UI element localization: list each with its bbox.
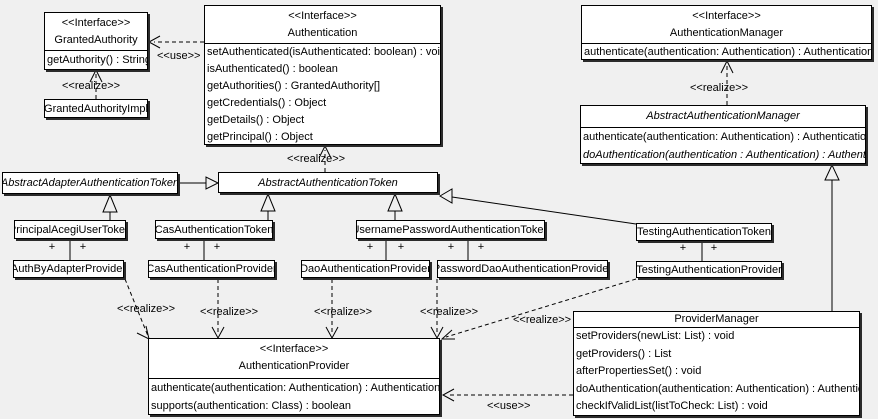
stereotype: <<Interface>> <box>692 10 761 22</box>
class-username-password-authentication-token[interactable]: UsernamePasswordAuthenticationToken <box>356 220 545 239</box>
method: isAuthenticated() : boolean <box>207 63 338 75</box>
use-label: <<use>> <box>487 400 531 412</box>
method: authenticate(authentication: Authenticat… <box>584 46 872 58</box>
class-name: TestingAuthenticationProvider <box>636 263 782 276</box>
edge-generalization-principaltoken-adaptertoken <box>102 193 118 220</box>
edge-realize-grantedauthorityimpl <box>89 68 103 99</box>
class-name: CasAuthenticationProvider <box>148 263 275 275</box>
realize-label: <<realize>> <box>513 314 572 326</box>
method: getDetails() : Object <box>207 114 305 126</box>
multiplicity-plus: + <box>477 241 485 253</box>
class-name: AbstractAdapterAuthenticationToken <box>2 177 178 189</box>
method: getCredentials() : Object <box>207 97 327 109</box>
method: authenticate(authentication: Authenticat… <box>151 382 440 394</box>
realize-label: <<realize>> <box>314 306 373 318</box>
multiplicity-plus: + <box>48 241 56 253</box>
class-name: AuthByAdapterProvider <box>13 263 124 275</box>
use-label: <<use>> <box>157 50 201 62</box>
edge-generalization-adaptertoken-abstracttoken <box>178 176 220 190</box>
method: checkIfValidList(listToCheck: List) : vo… <box>576 400 768 412</box>
class-name: TestingAuthenticationToken <box>637 226 771 238</box>
edge-use-providermanager-authenticationprovider <box>441 388 573 402</box>
class-name: AbstractAuthenticationManager <box>581 106 865 128</box>
method: setAuthenticated(isAuthenticated: boolea… <box>207 46 441 58</box>
class-name: PasswordDaoAuthenticationProvider <box>437 263 608 275</box>
method: doAuthentication(authentication : Authen… <box>583 149 866 161</box>
method: getProviders() : List <box>576 347 672 360</box>
class-name: PrincipalAcegiUserToken <box>14 223 126 236</box>
realize-label: <<realize>> <box>62 80 121 92</box>
multiplicity-plus: + <box>710 242 718 254</box>
class-authentication-manager[interactable]: <<Interface>> AuthenticationManager auth… <box>581 5 872 60</box>
class-authentication[interactable]: <<Interface>> Authentication setAuthenti… <box>204 5 441 145</box>
edge-realize-abstractmanager <box>720 59 734 105</box>
method: getAuthority() : String <box>47 54 148 66</box>
stereotype: <<Interface>> <box>61 17 131 29</box>
edge-generalization-providermanager-abstractmanager <box>824 163 840 311</box>
class-password-dao-authentication-provider[interactable]: PasswordDaoAuthenticationProvider <box>437 260 608 278</box>
stereotype: <<Interface>> <box>259 343 329 355</box>
realize-label: <<realize>> <box>200 306 259 318</box>
class-name: AuthenticationProvider <box>238 360 350 372</box>
edge-realize-abstracttoken <box>318 144 332 172</box>
class-abstract-authentication-token[interactable]: AbstractAuthenticationToken <box>218 172 438 193</box>
class-name: CasAuthenticationToken <box>155 223 273 236</box>
edge-generalization-castoken-abstracttoken <box>260 192 276 220</box>
realize-label: <<realize>> <box>287 153 346 165</box>
multiplicity-plus: + <box>213 241 221 253</box>
class-name: DaoAuthenticationProvider <box>301 263 430 275</box>
method: getAuthorities() : GrantedAuthority[] <box>207 80 381 92</box>
realize-label: <<realize>> <box>690 82 749 94</box>
method: doAuthentication(authentication: Authent… <box>576 382 860 395</box>
class-cas-authentication-provider[interactable]: CasAuthenticationProvider <box>148 260 275 278</box>
multiplicity-plus: + <box>79 241 87 253</box>
edge-generalization-testingtoken-abstracttoken <box>439 188 637 225</box>
edge-use-authentication-grantedauthority <box>147 35 204 49</box>
method: authenticate(authentication: Authenticat… <box>583 131 866 143</box>
class-granted-authority[interactable]: <<Interface>> GrantedAuthority getAuthor… <box>44 12 148 70</box>
class-name: UsernamePasswordAuthenticationToken <box>356 223 545 236</box>
class-name: Authentication <box>287 27 358 39</box>
class-dao-authentication-provider[interactable]: DaoAuthenticationProvider <box>301 260 430 278</box>
class-abstract-authentication-manager[interactable]: AbstractAuthenticationManager authentica… <box>580 105 866 164</box>
class-principal-acegi-user-token[interactable]: PrincipalAcegiUserToken <box>14 220 126 239</box>
class-abstract-adapter-authentication-token[interactable]: AbstractAdapterAuthenticationToken <box>2 172 178 194</box>
class-testing-authentication-provider[interactable]: TestingAuthenticationProvider <box>636 261 782 278</box>
class-name: ProviderManager <box>574 312 859 328</box>
stereotype: <<Interface>> <box>288 10 357 22</box>
realize-label: <<realize>> <box>420 306 479 318</box>
edge-realize-testingprovider <box>440 278 637 340</box>
class-name: AuthenticationManager <box>669 27 784 39</box>
method: afterPropertiesSet() : void <box>576 365 702 377</box>
multiplicity-plus: + <box>183 241 191 253</box>
class-provider-manager[interactable]: ProviderManager setProviders(newList: Li… <box>573 311 860 416</box>
multiplicity-plus: + <box>366 241 374 253</box>
class-name: AbstractAuthenticationToken <box>258 176 398 189</box>
multiplicity-plus: + <box>397 241 405 253</box>
class-cas-authentication-token[interactable]: CasAuthenticationToken <box>155 220 273 239</box>
class-granted-authority-impl[interactable]: GrantedAuthorityImpl <box>44 99 148 118</box>
class-testing-authentication-token[interactable]: TestingAuthenticationToken <box>636 223 772 241</box>
edge-generalization-usernametoken-abstracttoken <box>387 192 403 220</box>
multiplicity-plus: + <box>447 241 455 253</box>
class-auth-by-adapter-provider[interactable]: AuthByAdapterProvider <box>13 260 124 278</box>
method: getPrincipal() : Object <box>207 131 313 143</box>
method: supports(authentication: Class) : boolea… <box>151 400 351 412</box>
class-name: GrantedAuthorityImpl <box>44 102 148 115</box>
realize-label: <<realize>> <box>117 303 176 315</box>
class-name: GrantedAuthority <box>54 34 138 46</box>
multiplicity-plus: + <box>679 242 687 254</box>
method: setProviders(newList: List) : void <box>576 330 735 342</box>
class-authentication-provider[interactable]: <<Interface>> AuthenticationProvider aut… <box>148 338 440 415</box>
